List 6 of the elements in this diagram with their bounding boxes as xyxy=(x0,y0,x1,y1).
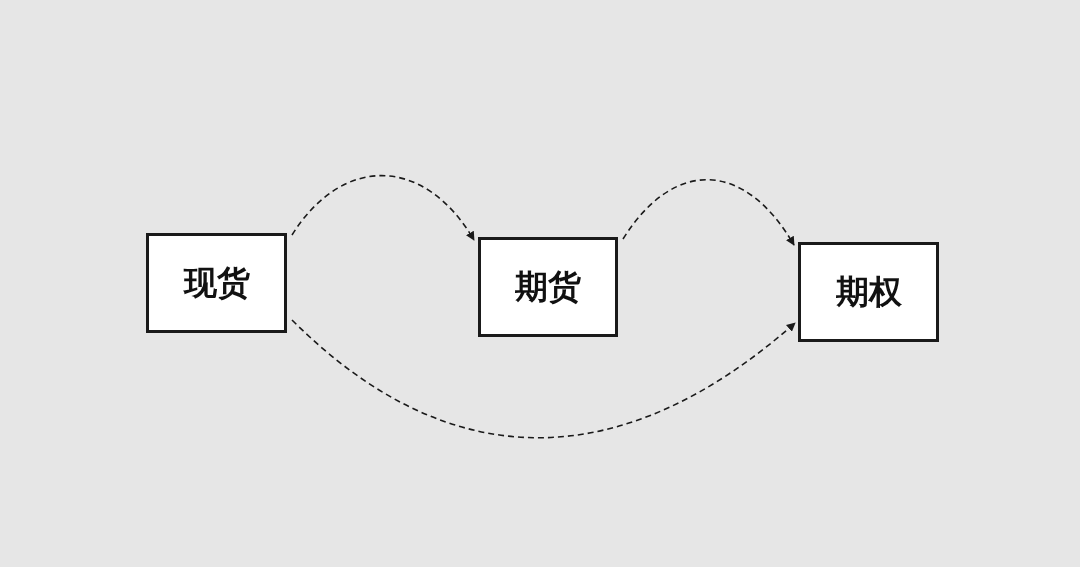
arrow xyxy=(291,319,796,439)
process-box: 现货 xyxy=(146,233,287,333)
arrow xyxy=(622,178,795,246)
process-box: 期货 xyxy=(478,237,618,337)
process-box: 期权 xyxy=(798,242,939,342)
arrow xyxy=(291,174,475,241)
